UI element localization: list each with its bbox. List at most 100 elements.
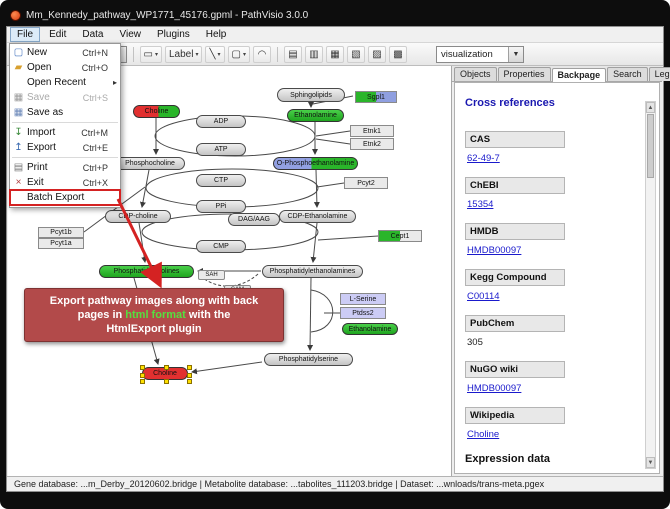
file-menu-item-save-as[interactable]: ▦Save as [10, 105, 120, 120]
xref-link[interactable]: HMDB00097 [467, 245, 522, 256]
pathway-node-sah[interactable]: SAH [198, 270, 225, 280]
arc-tool-icon[interactable]: ◠ [252, 45, 271, 63]
line-tool-icon[interactable]: ╲▾ [205, 45, 225, 63]
pathway-node-phosphatidylcholines[interactable]: Phosphatidylcholines [99, 265, 194, 278]
dropdown-arrow-icon: ▾ [195, 51, 199, 58]
pathway-node-phosphatidylserine[interactable]: Phosphatidylserine [264, 353, 353, 366]
menubar: File Edit Data View Plugins Help [7, 27, 663, 43]
pathway-node-cept1[interactable]: Cept1 [378, 230, 422, 242]
pathway-node-cmp[interactable]: CMP [196, 240, 246, 253]
pathway-node-pcyt1b[interactable]: Pcyt1b [38, 227, 84, 238]
menu-item-shortcut: Ctrl+S [82, 92, 108, 103]
pathway-node-ethanolamine[interactable]: Ethanolamine [287, 109, 344, 122]
align-center-icon[interactable]: ▥ [304, 45, 323, 63]
pathvisio-logo-icon [10, 10, 21, 21]
pathway-node-ppi[interactable]: PPi [196, 200, 246, 213]
distribute-horizontal-icon[interactable]: ▧ [346, 45, 365, 63]
pathway-node-pcyt1a[interactable]: Pcyt1a [38, 238, 84, 249]
selection-handle[interactable] [187, 365, 192, 370]
align-center-icon: ▥ [309, 48, 319, 60]
pathway-node-ctp[interactable]: CTP [196, 174, 246, 187]
pathway-node-sphingolipids[interactable]: Sphingolipids [277, 88, 345, 102]
stack-icon[interactable]: ▩ [388, 45, 407, 63]
tab-legend[interactable]: Legend [648, 67, 670, 81]
pathway-node-phosphocholine[interactable]: Phosphocholine [115, 157, 185, 170]
pathway-node-etnk1[interactable]: Etnk1 [350, 125, 394, 137]
file-menu-item-batch-export[interactable]: Batch Export [9, 189, 121, 206]
xref-link[interactable]: C00114 [467, 291, 500, 302]
selection-handle[interactable] [140, 379, 145, 384]
distribute-vertical-icon[interactable]: ▨ [367, 45, 386, 63]
selection-handle[interactable] [164, 379, 169, 384]
menu-item-shortcut: Ctrl+M [81, 127, 108, 138]
visualization-value: visualization [440, 48, 493, 60]
pathway-node-ethanolamine[interactable]: Ethanolamine [342, 323, 398, 335]
xref-link[interactable]: 15354 [467, 199, 494, 210]
scroll-up-icon[interactable]: ▲ [646, 102, 655, 113]
pathway-node-choline[interactable]: Choline [140, 365, 192, 384]
align-top-icon[interactable]: ▦ [325, 45, 344, 63]
export-icon: ↥ [14, 142, 23, 153]
pathway-node-dag-aag[interactable]: DAG/AAG [228, 213, 280, 226]
menu-data[interactable]: Data [82, 29, 104, 40]
shape-tool-icon: ▢ [231, 48, 241, 60]
visualization-combobox[interactable]: visualization ▼ [435, 45, 524, 63]
xref-link[interactable]: 62-49-7 [467, 153, 500, 164]
xref-link[interactable]: HMDB00097 [467, 383, 522, 394]
scrollbar-thumb[interactable] [647, 114, 654, 178]
menu-file[interactable]: File [10, 27, 41, 42]
menu-edit[interactable]: Edit [49, 29, 67, 40]
label-tool-icon: Label [168, 48, 194, 60]
pathway-node-o-phosphoethanolamine[interactable]: O-Phosphoethanolamine [273, 157, 358, 170]
pathway-node-etnk2[interactable]: Etnk2 [350, 138, 394, 150]
scroll-down-icon[interactable]: ▼ [646, 457, 655, 468]
annotation-line: HtmlExport plugin [106, 323, 202, 336]
xref-link[interactable]: Choline [467, 429, 500, 440]
tab-search[interactable]: Search [607, 67, 648, 81]
selection-handle[interactable] [187, 372, 192, 378]
pathway-node-adp[interactable]: ADP [196, 115, 246, 128]
pathway-node-sgpl1[interactable]: Sgpl1 [355, 91, 397, 103]
menu-plugins[interactable]: Plugins [156, 29, 190, 40]
selection-handle[interactable] [140, 372, 145, 378]
pathway-node-pcyt2[interactable]: Pcyt2 [344, 177, 388, 189]
datanode-tool-icon[interactable]: ▭▾ [139, 45, 162, 63]
titlebar[interactable]: Mm_Kennedy_pathway_WP1771_45176.gpml - P… [10, 7, 660, 24]
pathway-node-cdp-choline[interactable]: CDP-choline [105, 210, 171, 223]
sidebar: ObjectsPropertiesBackpageSearchLegend Cr… [452, 66, 670, 476]
xref-source-name: ChEBI [465, 177, 565, 194]
pathway-node-l-serine[interactable]: L-Serine [340, 293, 386, 305]
menu-help[interactable]: Help [205, 29, 227, 40]
distribute-horizontal-icon: ▧ [351, 48, 361, 60]
pathway-node-cdp-ethanolamine[interactable]: CDP-Ethanolamine [279, 210, 356, 223]
shape-tool-icon[interactable]: ▢▾ [227, 45, 250, 63]
menu-item-label: Save as [27, 107, 64, 118]
pathway-node-atp[interactable]: ATP [196, 143, 246, 156]
pathway-node-choline[interactable]: Choline [133, 105, 180, 118]
expression-data-heading: Expression data [465, 453, 550, 465]
menu-item-label: New [27, 47, 48, 58]
selection-handle[interactable] [140, 365, 145, 370]
menu-view[interactable]: View [119, 29, 141, 40]
tab-backpage[interactable]: Backpage [551, 68, 607, 82]
pathway-node-phosphatidylethanolamines[interactable]: Phosphatidylethanolamines [262, 265, 363, 278]
chevron-down-icon[interactable]: ▼ [507, 46, 523, 62]
file-menu-item-open-recent[interactable]: Open Recent▸ [10, 75, 120, 90]
sidebar-scrollbar[interactable]: ▲ ▼ [645, 101, 656, 469]
align-left-icon[interactable]: ▤ [283, 45, 302, 63]
tab-properties[interactable]: Properties [497, 67, 551, 81]
selection-handle[interactable] [164, 365, 169, 370]
selection-handle[interactable] [187, 379, 192, 384]
tab-objects[interactable]: Objects [454, 67, 497, 81]
label-tool-icon[interactable]: Label▾ [164, 45, 203, 63]
pathway-node-ptdss2[interactable]: Ptdss2 [340, 307, 386, 319]
xref-source-name: NuGO wiki [465, 361, 565, 378]
toolbar-tools: ▭▾Label▾╲▾▢▾◠ [139, 45, 271, 63]
